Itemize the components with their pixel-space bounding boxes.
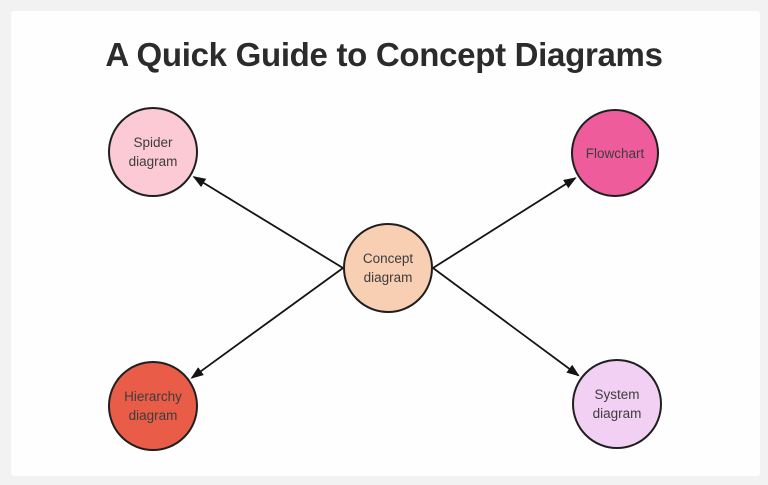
node-hierarchy-diagram: Hierarchy diagram bbox=[108, 361, 198, 451]
node-label: Hierarchy diagram bbox=[124, 389, 182, 423]
node-label: Spider diagram bbox=[128, 135, 178, 169]
node-label: Concept diagram bbox=[362, 251, 414, 285]
diagram-title: A Quick Guide to Concept Diagrams bbox=[105, 36, 663, 73]
node-label: System diagram bbox=[592, 387, 642, 421]
node-flowchart: Flowchart bbox=[571, 109, 659, 197]
node-spider-diagram: Spider diagram bbox=[108, 107, 198, 197]
node-system-diagram: System diagram bbox=[572, 359, 662, 449]
node-concept-diagram: Concept diagram bbox=[343, 223, 433, 313]
node-label: Flowchart bbox=[585, 145, 645, 161]
